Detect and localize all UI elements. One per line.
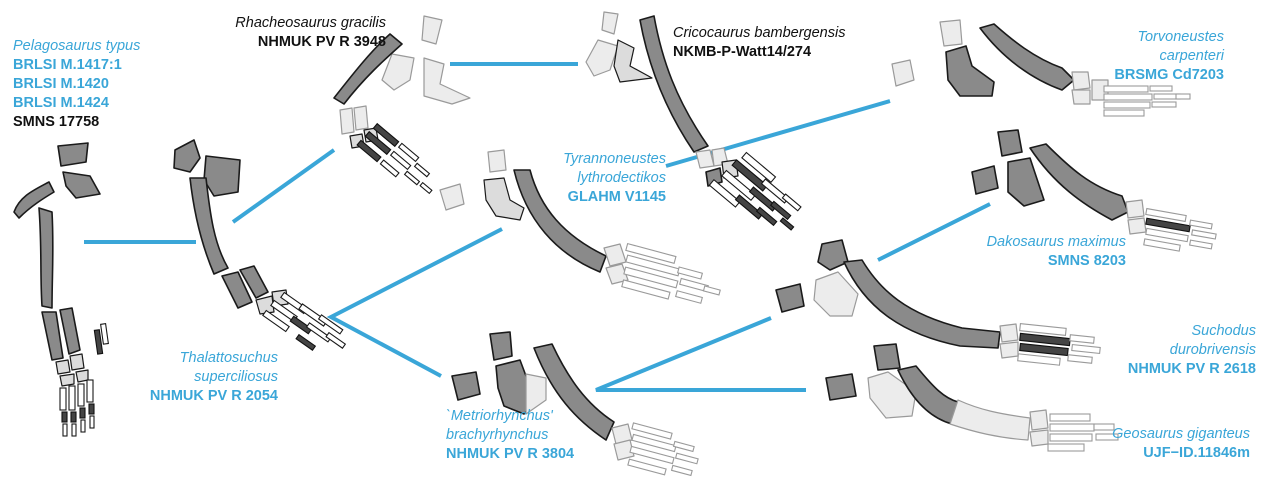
label-tyrannoneustes: Tyrannoneustes lythrodectikos GLAHM V114… <box>520 150 666 207</box>
dakosaurus-humerus <box>1030 144 1128 220</box>
label-suchodus: Suchodus durobrivensis NHMUK PV R 2618 <box>1090 322 1256 379</box>
taxon-name: Cricocaurus bambergensis <box>673 24 845 43</box>
specimen-number: NHMUK PV R 2054 <box>130 387 278 406</box>
torvoneustes-coracoid <box>946 46 994 96</box>
specimen-number: NKMB-P-Watt14/274 <box>673 43 845 62</box>
taxon-name: Dakosaurus maximus <box>946 233 1126 252</box>
specimen-number: BRLSI M.1420 <box>13 75 140 94</box>
taxon-name: Pelagosaurus typus <box>13 37 140 56</box>
specimen-number: NHMUK PV R 3948 <box>160 33 386 52</box>
suchodus-humerus <box>844 260 1000 348</box>
thalattosuchus-scapula <box>174 140 200 172</box>
pelagosaurus-forelimb <box>14 143 108 436</box>
label-cricosaurus: Cricocaurus bambergensis NKMB-P-Watt14/2… <box>673 24 845 62</box>
thalattosuchus-forelimb <box>174 140 345 350</box>
taxon-name-line-2: lythrodectikos <box>520 169 666 188</box>
specimen-number: BRSMG Cd7203 <box>1060 66 1224 85</box>
taxon-name-line-1: `Metriorhynchus' <box>446 407 574 426</box>
pelagosaurus-coracoid <box>63 172 100 198</box>
taxon-name-line-1: Thalattosuchus <box>130 349 278 368</box>
specimen-number: NHMUK PV R 2618 <box>1090 360 1256 379</box>
taxon-name-line-1: Suchodus <box>1090 322 1256 341</box>
taxon-name: Rhacheosaurus gracilis <box>160 14 386 33</box>
label-pelagosaurus: Pelagosaurus typus BRLSI M.1417:1 BRLSI … <box>13 37 140 132</box>
label-metriorhynchus: `Metriorhynchus' brachyrhynchus NHMUK PV… <box>446 407 574 464</box>
dakosaurus-coracoid <box>1008 158 1044 206</box>
taxon-name-line-2: superciliosus <box>130 368 278 387</box>
specimen-number: BRLSI M.1424 <box>13 94 140 113</box>
specimen-number: UJF−ID.11846m <box>1070 444 1250 463</box>
connector-thalattosuchus-rhacheosaurus <box>233 150 334 222</box>
pelagosaurus-humerus <box>39 208 53 308</box>
specimen-number: SMNS 17758 <box>13 113 140 132</box>
specimen-number: SMNS 8203 <box>946 252 1126 271</box>
taxon-name-line-2: durobrivensis <box>1090 341 1256 360</box>
specimen-number: BRLSI M.1417:1 <box>13 56 140 75</box>
specimen-number: GLAHM V1145 <box>520 188 666 207</box>
taxon-name-line-2: brachyrhynchus <box>446 426 574 445</box>
connector-tyrannoneustes-node-metriorhynchus <box>331 229 502 376</box>
label-geosaurus: Geosaurus giganteus UJF−ID.11846m <box>1070 425 1250 463</box>
label-thalattosuchus: Thalattosuchus superciliosus NHMUK PV R … <box>130 349 278 406</box>
label-torvoneustes: Torvoneustes carpenteri BRSMG Cd7203 <box>1060 28 1224 85</box>
label-dakosaurus: Dakosaurus maximus SMNS 8203 <box>946 233 1126 271</box>
taxon-name-line-1: Torvoneustes <box>1060 28 1224 47</box>
specimen-number: NHMUK PV R 3804 <box>446 445 574 464</box>
thalattosuchus-coracoid <box>204 156 240 196</box>
taxon-name-line-2: carpenteri <box>1060 47 1224 66</box>
label-rhacheosaurus: Rhacheosaurus gracilis NHMUK PV R 3948 <box>160 14 386 52</box>
connector-node-suchodus-geosaurus <box>596 318 806 390</box>
pelagosaurus-scapula <box>58 143 88 166</box>
phylogeny-connectors <box>84 64 990 390</box>
taxon-name: Geosaurus giganteus <box>1070 425 1250 444</box>
taxon-name-line-1: Tyrannoneustes <box>520 150 666 169</box>
